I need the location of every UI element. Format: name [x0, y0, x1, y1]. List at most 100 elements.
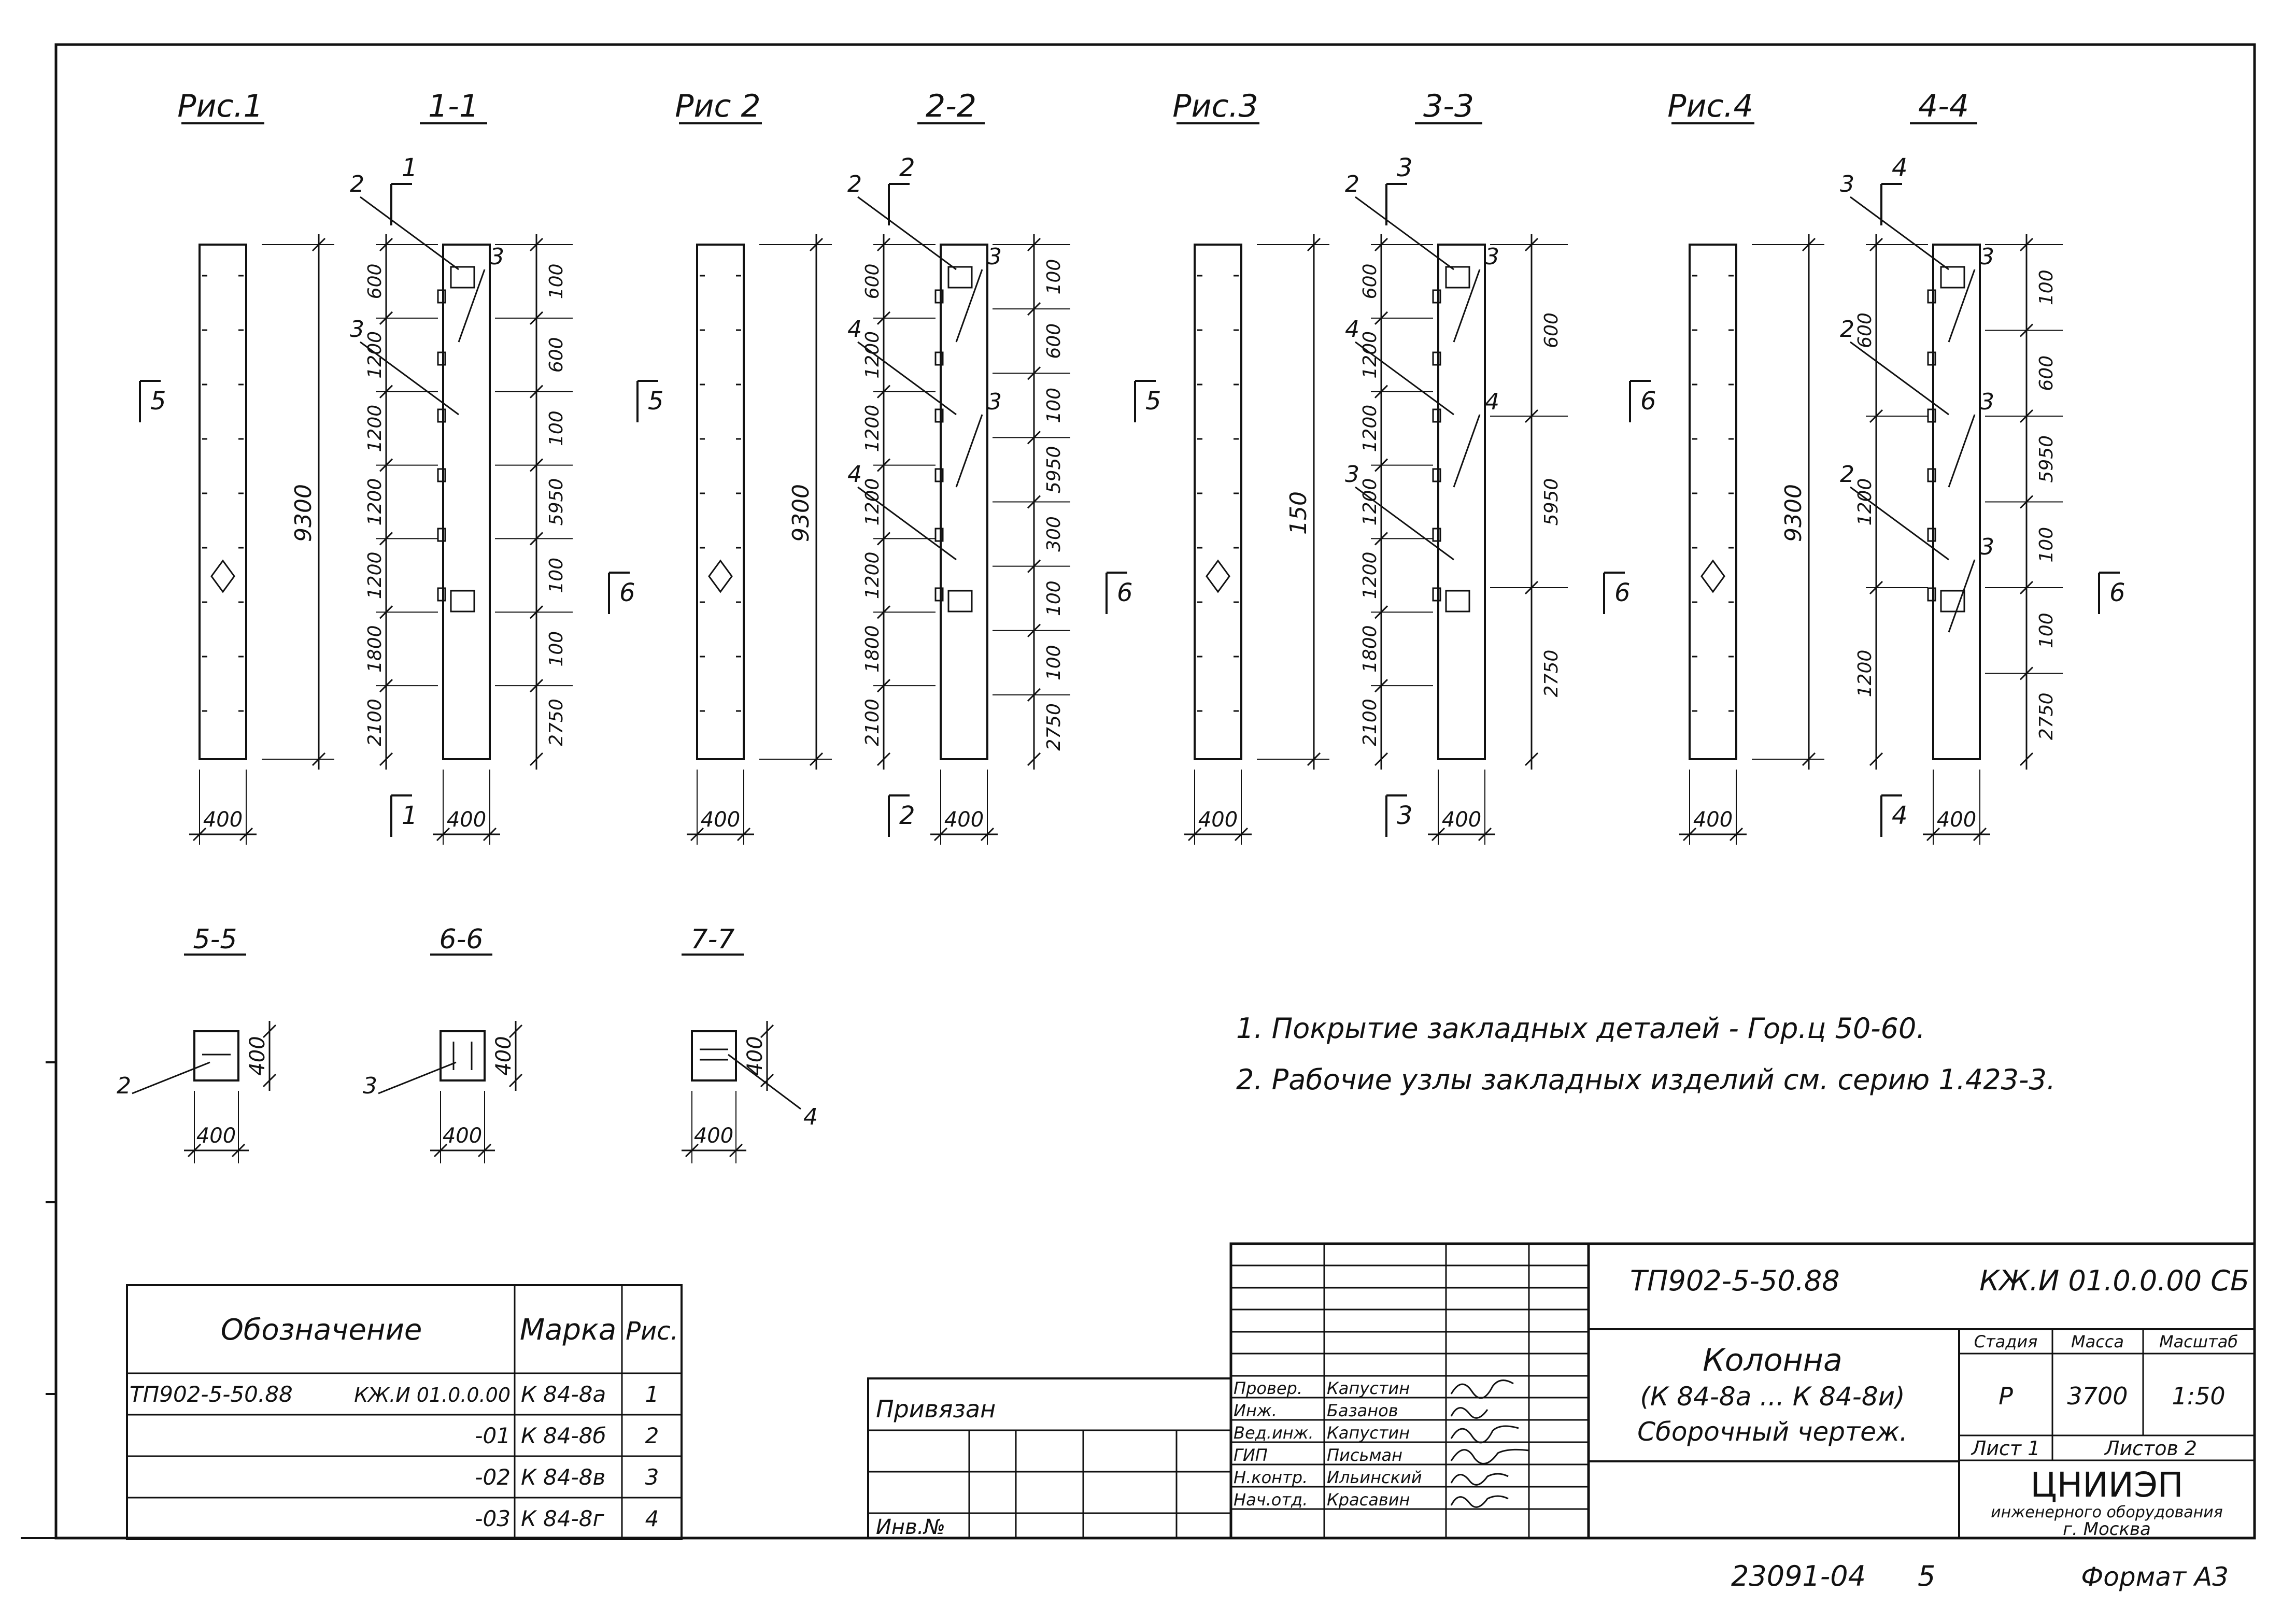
spec-row-fig: 2	[645, 1423, 659, 1448]
callout-number: 3	[987, 244, 1002, 270]
leader-line	[1453, 414, 1481, 488]
dim-tick	[2019, 752, 2034, 766]
dim-label: 1800	[364, 625, 386, 673]
doc-code: КЖ.И 01.0.0.00 СБ	[1979, 1264, 2249, 1297]
callout-number: 4	[847, 461, 862, 488]
leader-line	[955, 414, 983, 488]
section-cut-label: 3	[1397, 801, 1413, 830]
dim-label: 1200	[364, 478, 386, 526]
spec-row-mark: К 84-8в	[521, 1464, 605, 1490]
embedded-plate	[1940, 266, 1965, 289]
stage-value: Р	[1999, 1382, 2013, 1410]
spec-row-fig: 1	[645, 1382, 659, 1407]
section-label: 6-6	[440, 924, 484, 955]
dim-label: 1200	[1359, 478, 1381, 526]
dim-tick	[980, 827, 995, 842]
section-cut-label: 6	[1614, 578, 1631, 607]
leader-line	[1355, 341, 1454, 416]
callout-number: 2	[350, 171, 364, 197]
callout-number: 2	[117, 1073, 131, 1099]
embedded-part	[1432, 351, 1441, 366]
sig-role: Нач.отд.	[1234, 1490, 1308, 1510]
leader-line	[378, 1061, 457, 1094]
dim-label: 400	[203, 808, 243, 832]
dim-label: 1200	[364, 405, 386, 452]
section-label: 4-4	[1918, 88, 1969, 124]
embedded-plate	[1445, 590, 1470, 613]
callout-number: 3	[490, 244, 504, 270]
leader-line	[360, 196, 459, 271]
dim-label: 9300	[290, 484, 317, 542]
inv-label: Инв.№	[876, 1515, 945, 1539]
column-section	[442, 244, 491, 760]
embedded-part	[437, 587, 446, 602]
leader-line	[1948, 414, 1976, 488]
dim-label: 400	[447, 808, 486, 832]
leader-line	[1850, 196, 1949, 271]
dim-tick	[311, 237, 326, 252]
section-cut-label: 3	[1397, 153, 1413, 182]
privyazan-label: Привязан	[876, 1395, 996, 1423]
spec-row-doc: ТП902-5-50.88	[130, 1382, 293, 1407]
dim-label: 100	[1043, 259, 1065, 295]
section-cut-label: 4	[1892, 153, 1908, 182]
dim-label: 400	[1198, 808, 1238, 832]
column-cross-section	[691, 1030, 737, 1082]
figure-label: Рис 2	[675, 88, 760, 124]
dim-label: 1800	[862, 625, 883, 673]
leader-line	[1355, 196, 1454, 271]
spec-header-fig: Рис.	[626, 1317, 678, 1346]
dim-tick	[239, 827, 253, 842]
section-label: 2-2	[926, 88, 976, 124]
embedded-part	[934, 468, 944, 482]
callout-number: 3	[350, 316, 364, 343]
embedded-plate	[450, 590, 475, 613]
leader-line	[857, 486, 957, 561]
embedded-part	[934, 528, 944, 542]
leader-line	[857, 196, 957, 271]
dim-label: 150	[1285, 491, 1312, 535]
title-line-3: Сборочный чертеж.	[1637, 1417, 1908, 1447]
section-cut-label: 1	[402, 801, 418, 830]
leader-line	[955, 269, 983, 343]
stage-header: Стадия	[1974, 1332, 2038, 1351]
org-subtitle: инженерного оборудования	[1991, 1503, 2223, 1521]
section-label: 7-7	[691, 924, 735, 955]
leader-line	[360, 341, 459, 416]
section-cut-label: 5	[1145, 387, 1161, 416]
embedded-plate	[947, 266, 973, 289]
dim-label: 400	[1442, 808, 1481, 832]
footer-number: 23091-04	[1731, 1560, 1866, 1592]
section-cut-label: 1	[402, 153, 418, 182]
leader-line	[458, 269, 486, 343]
sig-name: Базанов	[1327, 1401, 1398, 1420]
embedded-plate	[1445, 266, 1470, 289]
embedded-plate	[1940, 590, 1965, 613]
dim-label: 2750	[1541, 650, 1562, 698]
dim-label: 2750	[546, 699, 567, 746]
spec-row-mark: К 84-8г	[521, 1506, 604, 1531]
column-elevation	[199, 244, 247, 760]
sig-role: Н.контр.	[1234, 1468, 1308, 1487]
column-elevation	[1194, 244, 1242, 760]
dim-label: 600	[364, 264, 386, 300]
section-label: 5-5	[193, 924, 237, 955]
dim-tick	[483, 827, 497, 842]
spec-row-fig: 3	[645, 1464, 659, 1490]
section-cut-label: 4	[1892, 801, 1908, 830]
dim-label: 1200	[364, 552, 386, 600]
embedded-part	[437, 289, 446, 304]
dim-tick	[1973, 827, 1987, 842]
leader-line	[728, 1054, 801, 1110]
leader-line	[1850, 486, 1949, 561]
leader-line	[1355, 486, 1454, 561]
section-cut-label: 5	[150, 387, 166, 416]
dim-label: 2100	[862, 699, 883, 746]
dim-label: 600	[1541, 312, 1562, 348]
dim-label: 100	[1043, 645, 1065, 680]
embedded-part	[1432, 289, 1441, 304]
dim-tick	[809, 752, 824, 766]
dim-label: 1200	[1359, 405, 1381, 452]
